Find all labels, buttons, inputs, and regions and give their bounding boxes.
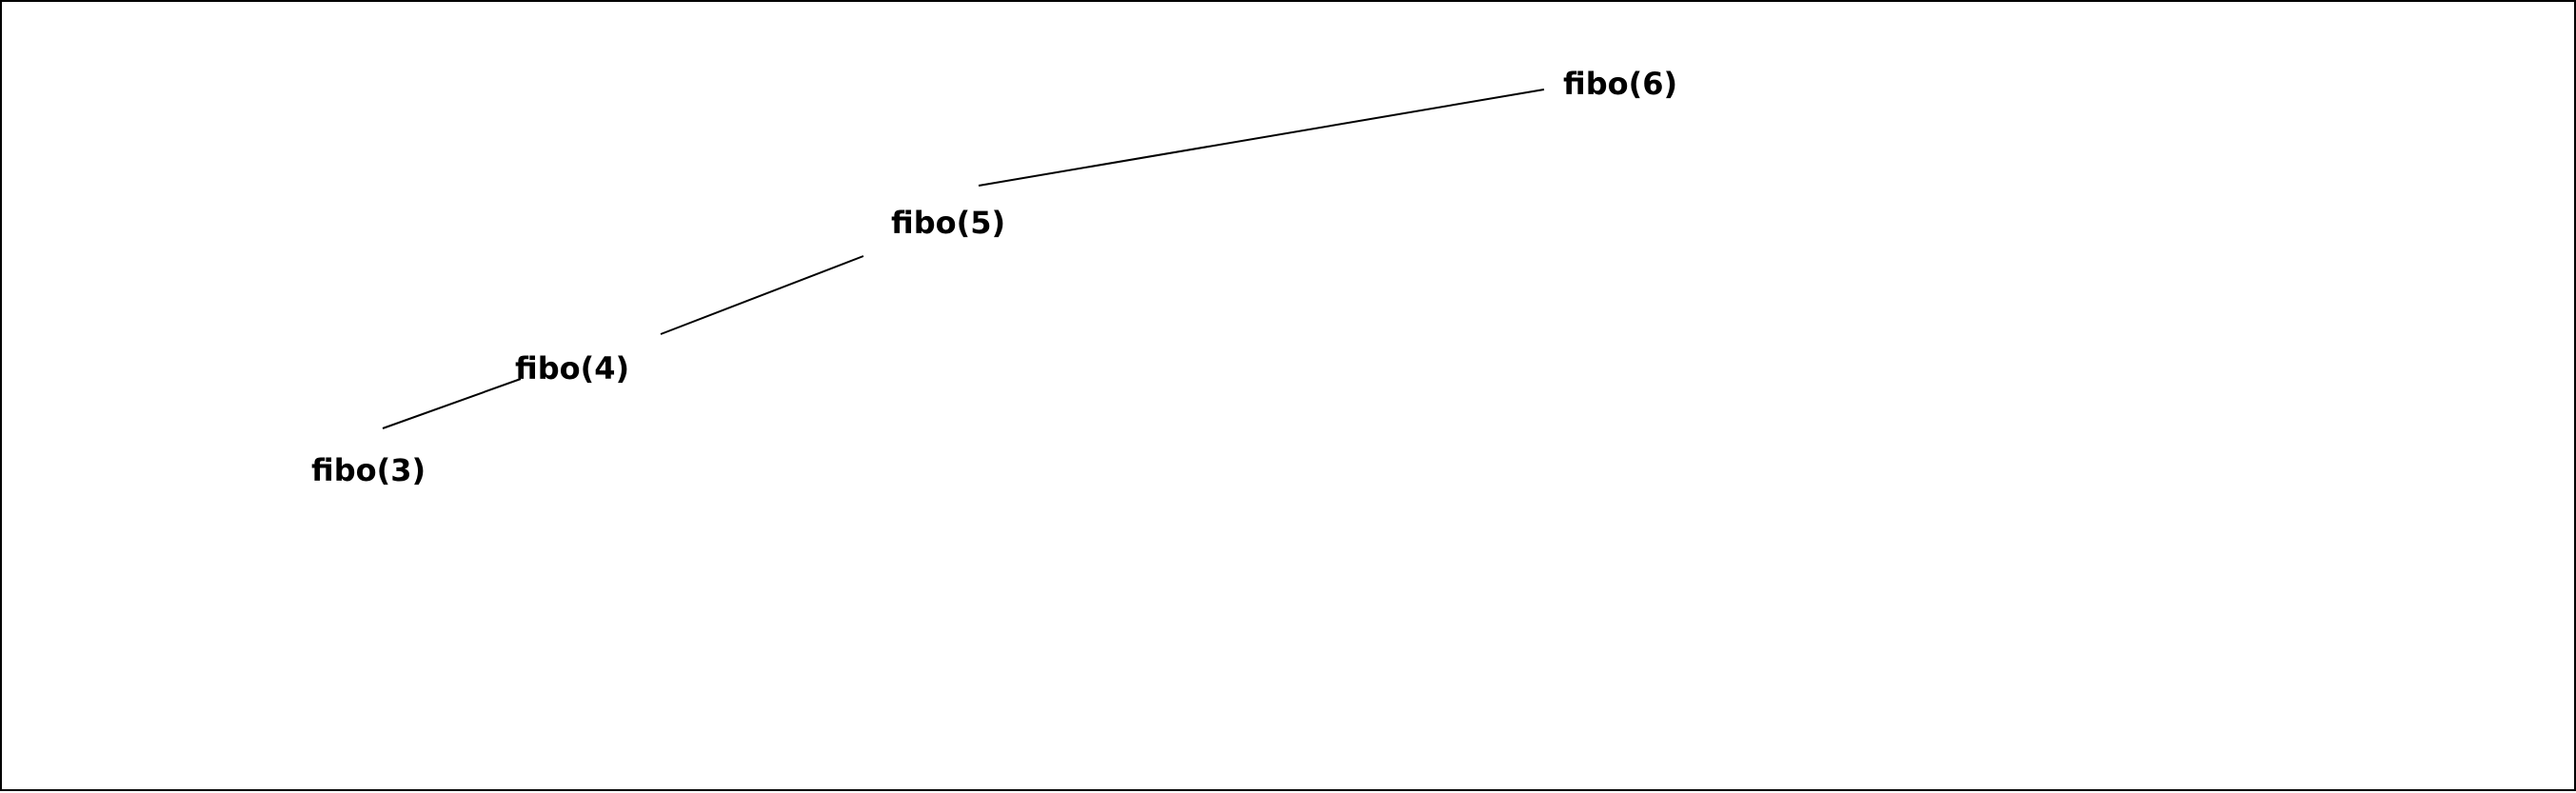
edge-fibo5-fibo4: [660, 255, 864, 335]
node-fibo-4: fibo(4): [515, 350, 630, 387]
node-fibo-5: fibo(5): [891, 205, 1006, 241]
node-fibo-3: fibo(3): [311, 452, 426, 488]
node-fibo-6: fibo(6): [1563, 66, 1678, 102]
edge-fibo6-fibo5: [978, 89, 1545, 187]
edge-fibo4-fibo3: [382, 378, 522, 429]
